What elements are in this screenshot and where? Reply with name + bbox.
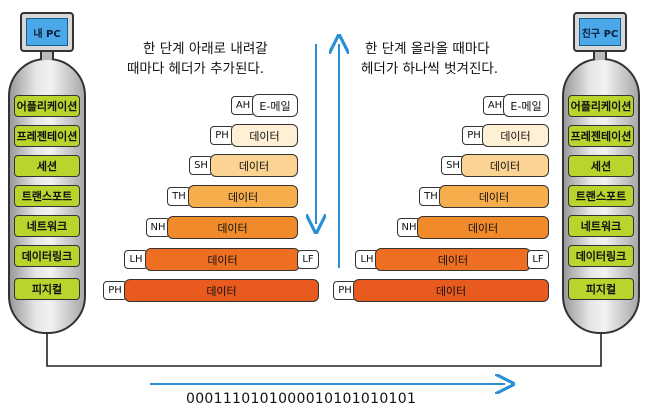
layer-application: 어플리케이션	[568, 95, 634, 117]
packet-payload: 데이터	[375, 248, 531, 271]
packet-payload: 데이터	[417, 216, 549, 239]
packet-trailer: LF	[527, 250, 549, 269]
layer-session: 세션	[568, 155, 634, 177]
layer-application: 어플리케이션	[14, 95, 80, 117]
friend-pc-label: 친구 PC	[579, 18, 621, 46]
layer-session: 세션	[14, 155, 80, 177]
layer-datalink: 데이터링크	[14, 245, 80, 267]
packet-payload: 데이터	[231, 124, 298, 147]
layer-transport: 트랜스포트	[14, 185, 80, 207]
layer-presentation: 프레젠테이션	[14, 125, 80, 147]
layer-physical: 피지컬	[14, 278, 80, 300]
packet-payload: E-메일	[252, 94, 298, 117]
packet-payload: 데이터	[461, 154, 549, 177]
caption-up-line2: 헤더가 하나씩 벗겨진다.	[361, 61, 499, 77]
monitor-stand	[593, 52, 607, 60]
layer-network: 네트워크	[568, 215, 634, 237]
packet-payload: E-메일	[503, 94, 549, 117]
layer-presentation: 프레젠테이션	[568, 125, 634, 147]
packet-payload: 데이터	[167, 216, 298, 239]
packet-header: PH	[462, 126, 486, 145]
caption-down-line2: 때마다 헤더가 추가된다.	[127, 61, 265, 77]
packet-header: PH	[210, 126, 234, 145]
network-cable	[46, 334, 602, 367]
layer-datalink: 데이터링크	[568, 245, 634, 267]
packet-payload: 데이터	[210, 154, 298, 177]
packet-payload: 데이터	[188, 185, 298, 208]
packet-payload: 데이터	[145, 248, 300, 271]
packet-payload: 데이터	[124, 279, 319, 302]
bitstream-text: 0001110101000010101010101	[186, 391, 417, 407]
packet-payload: 데이터	[353, 279, 549, 302]
layer-network: 네트워크	[14, 215, 80, 237]
packet-header: TH	[167, 187, 191, 206]
friend-pc-monitor: 친구 PC	[573, 12, 627, 52]
monitor-stand	[40, 52, 54, 60]
my-pc-monitor: 내 PC	[20, 12, 74, 52]
packet-payload: 데이터	[482, 124, 549, 147]
my-pc-label: 내 PC	[26, 18, 68, 46]
caption-up-line1: 한 단계 올라올 때마다	[365, 41, 490, 57]
packet-header: TH	[419, 187, 443, 206]
packet-payload: 데이터	[439, 185, 549, 208]
packet-trailer: LF	[297, 250, 319, 269]
caption-down-line1: 한 단계 아래로 내려갈	[143, 41, 268, 57]
layer-physical: 피지컬	[568, 278, 634, 300]
layer-transport: 트랜스포트	[568, 185, 634, 207]
